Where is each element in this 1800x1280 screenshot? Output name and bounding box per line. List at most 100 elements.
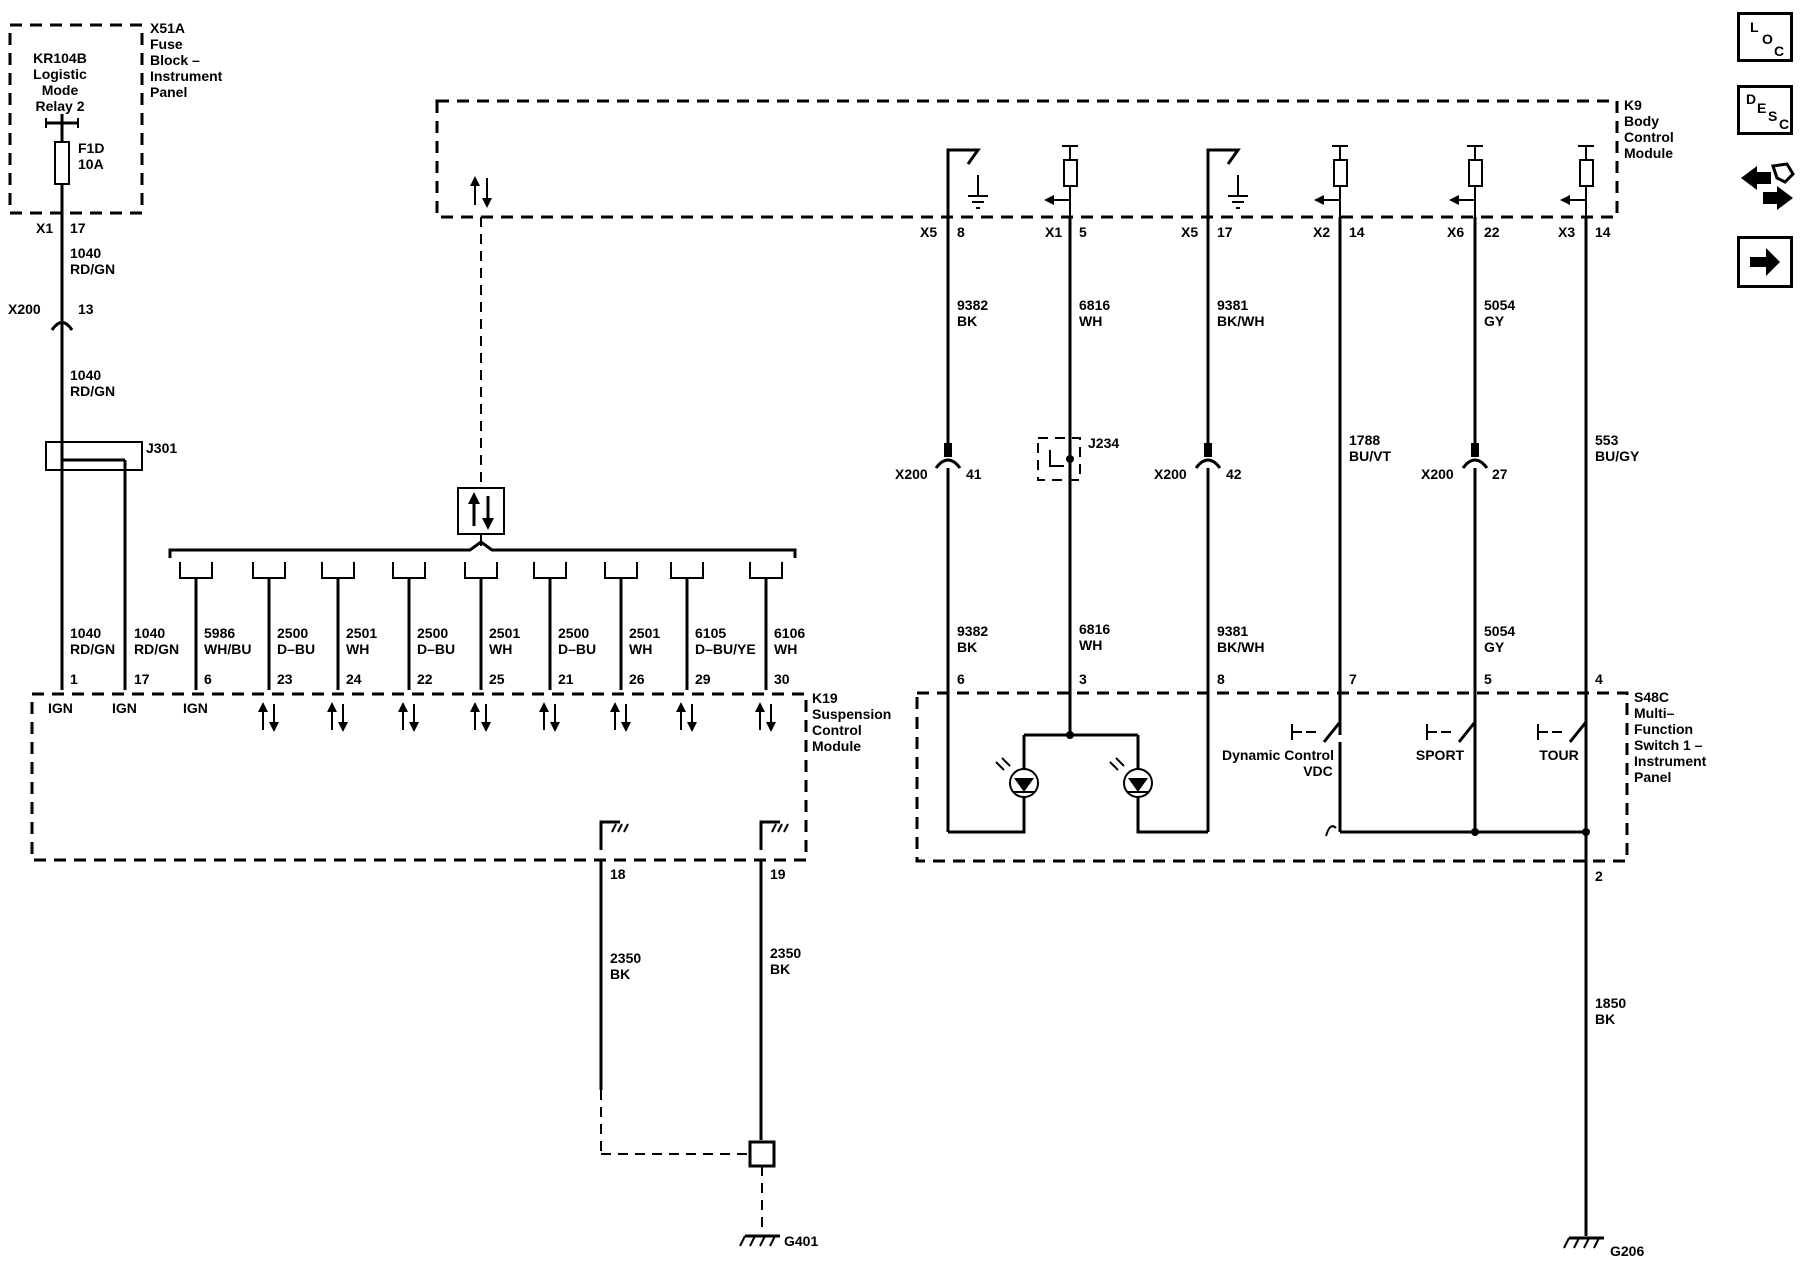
svg-text:BK: BK [957, 313, 977, 329]
desc-letter-d: D [1746, 91, 1757, 107]
svg-text:9382: 9382 [957, 623, 988, 639]
svg-text:D–BU/YE: D–BU/YE [695, 641, 756, 657]
svg-text:8: 8 [1217, 671, 1225, 687]
svg-text:7: 7 [1349, 671, 1357, 687]
svg-text:10A: 10A [78, 156, 104, 172]
svg-text:6816: 6816 [1079, 297, 1110, 313]
next-arrow-button[interactable] [1737, 236, 1793, 288]
svg-text:X200: X200 [1154, 466, 1187, 482]
svg-text:1: 1 [70, 671, 78, 687]
svg-text:Panel: Panel [150, 84, 187, 100]
svg-text:27: 27 [1492, 466, 1508, 482]
svg-text:2500: 2500 [558, 625, 589, 641]
right-wire-labels-lower: 9382 BK 6816 WH 9381 BK/WH 5054 GY 6 3 8… [957, 621, 1603, 687]
svg-text:19: 19 [770, 866, 786, 882]
connector-swap-icon[interactable] [1737, 160, 1797, 216]
serial-data-arrows-bcm [470, 176, 492, 488]
svg-text:X1: X1 [1045, 224, 1062, 240]
svg-text:Relay 2: Relay 2 [35, 98, 84, 114]
svg-text:D–BU: D–BU [558, 641, 596, 657]
svg-text:X2: X2 [1313, 224, 1330, 240]
loc-letter-l: L [1750, 19, 1759, 35]
svg-text:RD/GN: RD/GN [134, 641, 179, 657]
svg-text:9382: 9382 [957, 297, 988, 313]
desc-letter-c: C [1779, 116, 1790, 132]
svg-text:Switch 1 –: Switch 1 – [1634, 737, 1703, 753]
svg-text:553: 553 [1595, 432, 1619, 448]
svg-text:GY: GY [1484, 639, 1505, 655]
svg-text:8: 8 [957, 224, 965, 240]
ground-g206: 2 1850 BK G206 [1563, 868, 1644, 1259]
svg-text:1850: 1850 [1595, 995, 1626, 1011]
fuse-f1d: F1D 10A [54, 140, 104, 185]
scm-pin-numbers: 1 17 6 23 24 22 25 21 26 29 30 [70, 671, 790, 687]
svg-text:1040: 1040 [134, 625, 165, 641]
bcm-x6-22-circuit: X6 22 [1447, 145, 1500, 448]
svg-text:23: 23 [277, 671, 293, 687]
svg-text:29: 29 [695, 671, 711, 687]
scm-data-arrows [258, 702, 776, 732]
svg-text:Function: Function [1634, 721, 1693, 737]
svg-text:X3: X3 [1558, 224, 1575, 240]
fuse-block-x51a: X51A Fuse Block – Instrument Panel [8, 20, 223, 215]
svg-text:RD/GN: RD/GN [70, 261, 115, 277]
svg-text:SPORT: SPORT [1416, 747, 1465, 763]
svg-text:14: 14 [1349, 224, 1365, 240]
svg-text:X1: X1 [36, 220, 53, 236]
splice-j234: J234 [1037, 435, 1119, 481]
svg-text:Fuse: Fuse [150, 36, 183, 52]
bcm-x2-14-circuit: X2 14 [1313, 145, 1365, 735]
splice-j301: J301 [45, 440, 177, 690]
right-wire-labels-upper: 9382 BK 6816 WH 9381 BK/WH 1788 BU/VT 50… [957, 297, 1640, 464]
svg-text:WH: WH [346, 641, 369, 657]
svg-text:X51A: X51A [150, 20, 185, 36]
svg-text:K19: K19 [812, 690, 838, 706]
svg-text:5: 5 [1484, 671, 1492, 687]
svg-text:X200: X200 [1421, 466, 1454, 482]
svg-text:2350: 2350 [770, 945, 801, 961]
loc-letter-o: O [1762, 31, 1773, 47]
svg-text:18: 18 [610, 866, 626, 882]
svg-text:2501: 2501 [629, 625, 660, 641]
svg-text:6: 6 [204, 671, 212, 687]
svg-text:1040: 1040 [70, 245, 101, 261]
suspension-control-module-k19: K19 Suspension Control Module IGN IGN IG… [30, 690, 891, 862]
description-button[interactable]: D E S C [1737, 85, 1793, 135]
svg-text:S48C: S48C [1634, 689, 1669, 705]
svg-text:X5: X5 [920, 224, 937, 240]
svg-text:TOUR: TOUR [1539, 747, 1578, 763]
svg-text:Body: Body [1624, 113, 1659, 129]
svg-text:GY: GY [1484, 313, 1505, 329]
svg-text:X200: X200 [895, 466, 928, 482]
svg-text:1040: 1040 [70, 367, 101, 383]
svg-text:IGN: IGN [112, 700, 137, 716]
location-button[interactable]: L O C [1737, 12, 1793, 62]
svg-text:BK: BK [957, 639, 977, 655]
svg-text:Multi–: Multi– [1634, 705, 1675, 721]
svg-text:G206: G206 [1610, 1243, 1644, 1259]
svg-text:KR104B: KR104B [33, 50, 87, 66]
svg-text:14: 14 [1595, 224, 1611, 240]
svg-text:Control: Control [812, 722, 862, 738]
bcm-x5-8-circuit: X5 8 [920, 148, 988, 448]
svg-text:Module: Module [812, 738, 861, 754]
svg-text:WH: WH [774, 641, 797, 657]
svg-text:6106: 6106 [774, 625, 805, 641]
svg-text:D–BU: D–BU [417, 641, 455, 657]
svg-text:3: 3 [1079, 671, 1087, 687]
svg-text:VDC: VDC [1303, 763, 1333, 779]
svg-text:21: 21 [558, 671, 574, 687]
svg-text:RD/GN: RD/GN [70, 383, 115, 399]
svg-text:6816: 6816 [1079, 621, 1110, 637]
svg-text:41: 41 [966, 466, 982, 482]
svg-text:25: 25 [489, 671, 505, 687]
svg-text:BU/VT: BU/VT [1349, 448, 1391, 464]
bcm-x1-5-circuit: X1 5 [1044, 145, 1087, 735]
svg-text:9381: 9381 [1217, 297, 1248, 313]
ground-g401: G401 [739, 1233, 818, 1249]
svg-text:K9: K9 [1624, 97, 1642, 113]
svg-text:Mode: Mode [42, 82, 79, 98]
svg-text:6105: 6105 [695, 625, 726, 641]
svg-text:WH: WH [629, 641, 652, 657]
